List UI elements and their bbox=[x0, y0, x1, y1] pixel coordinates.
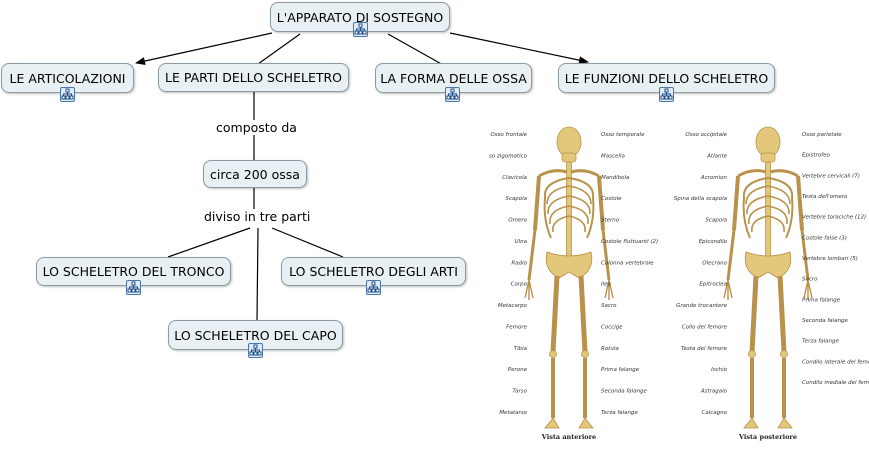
concept-map-icon[interactable] bbox=[445, 87, 460, 102]
skeleton-label: Vertebre cervicali (7) bbox=[802, 173, 860, 179]
skeleton-label: Testa dell'omero bbox=[802, 194, 848, 200]
link-label-composto: composto da bbox=[214, 120, 299, 135]
skeleton-label: Metacarpo bbox=[498, 303, 528, 309]
line-to-arti bbox=[271, 227, 344, 258]
skeleton-label: Perone bbox=[508, 367, 528, 373]
skeleton-label: Epistrofeo bbox=[802, 153, 830, 159]
skeleton-label: Mandibola bbox=[601, 175, 630, 181]
skeleton-label: Condilo mediale del femore bbox=[802, 380, 869, 386]
skeleton-label: Calcagno bbox=[702, 410, 728, 416]
skeleton-label: Sacro bbox=[601, 303, 617, 309]
skeleton-label: Costole bbox=[601, 196, 622, 202]
skeleton-label: Vertebre lombari (5) bbox=[802, 256, 858, 262]
skeleton-label: Terza falange bbox=[601, 410, 639, 416]
node-label: L'APPARATO DI SOSTEGNO bbox=[276, 9, 444, 25]
node-label: LE ARTICOLAZIONI bbox=[9, 70, 126, 86]
skeleton-label: Scapola bbox=[505, 196, 527, 202]
anterior-right-labels: Osso temporaleMascellaMandibolaCostoleSt… bbox=[601, 132, 658, 416]
skeleton-front bbox=[525, 127, 613, 428]
line-to-forma bbox=[387, 33, 446, 67]
skeleton-label: Tibia bbox=[514, 346, 528, 352]
skeleton-label: Femore bbox=[506, 324, 528, 330]
skeleton-label: Prima falange bbox=[601, 367, 640, 373]
skeleton-label: Terza falange bbox=[802, 339, 840, 345]
skeleton-label: Costole fluttuanti (2) bbox=[601, 239, 658, 245]
skeleton-label: Carpo bbox=[511, 282, 528, 288]
skeleton-label: Tarso bbox=[512, 389, 527, 395]
skeleton-back bbox=[724, 127, 812, 428]
skeleton-label: Osso temporale bbox=[601, 132, 645, 138]
node-label: LA FORMA DELLE OSSA bbox=[380, 70, 527, 86]
node-parti-dello-scheletro[interactable]: LE PARTI DELLO SCHELETRO bbox=[158, 63, 349, 92]
skeleton-label: Coccige bbox=[601, 324, 623, 330]
node-label: LE PARTI DELLO SCHELETRO bbox=[165, 70, 342, 85]
concept-map-icon[interactable] bbox=[353, 22, 368, 37]
skeleton-label: Omero bbox=[508, 218, 527, 224]
concept-map-icon[interactable] bbox=[126, 280, 141, 295]
skeleton-label: Ulna bbox=[515, 239, 528, 245]
skeleton-illustration: Osso frontaleOsso zigomaticoClavicolaSca… bbox=[489, 114, 869, 441]
node-label: LO SCHELETRO DEL CAPO bbox=[174, 327, 337, 343]
skeleton-label: Mascella bbox=[601, 153, 625, 159]
node-label: circa 200 ossa bbox=[210, 166, 300, 182]
skeleton-label: Atlante bbox=[706, 153, 727, 159]
skeleton-label: Costole false (3) bbox=[802, 235, 847, 241]
skeleton-label: Seconda falange bbox=[601, 389, 648, 395]
skeleton-label: Ileo bbox=[601, 282, 612, 288]
caption-anterior: Vista anteriore bbox=[541, 433, 596, 441]
skeleton-label: Testa del femore bbox=[681, 346, 728, 352]
skeleton-label: Metatarso bbox=[499, 410, 527, 416]
node-label: LE FUNZIONI DELLO SCHELETRO bbox=[564, 70, 769, 86]
skeleton-label: Acromion bbox=[700, 175, 728, 181]
skeleton-label: Osso zigomatico bbox=[489, 153, 528, 159]
node-circa-200-ossa[interactable]: circa 200 ossa bbox=[203, 160, 307, 188]
skeleton-label: Seconda falange bbox=[802, 318, 849, 324]
skeleton-label: Osso parietale bbox=[802, 132, 842, 138]
caption-posterior: Vista posteriore bbox=[738, 433, 797, 441]
concept-map-icon[interactable] bbox=[248, 343, 263, 358]
skeleton-label: Colonna vertebrale bbox=[601, 260, 654, 266]
concept-map-icon[interactable] bbox=[60, 87, 75, 102]
skeleton-label: Grande trocantere bbox=[676, 303, 727, 309]
skeleton-label: Scapola bbox=[705, 218, 727, 224]
line-to-capo bbox=[256, 227, 259, 321]
skeleton-label: Condilo laterale del femore bbox=[802, 359, 869, 365]
skeleton-label: Sacro bbox=[802, 277, 818, 283]
anterior-left-labels: Osso frontaleOsso zigomaticoClavicolaSca… bbox=[489, 132, 528, 416]
skeleton-label: Clavicola bbox=[502, 175, 527, 181]
arrow-to-articolazioni bbox=[135, 32, 273, 65]
skeleton-label: Rotula bbox=[601, 346, 619, 352]
arrow-to-funzioni bbox=[449, 32, 589, 65]
skeleton-label: Radio bbox=[511, 260, 527, 266]
skeleton-label: Astragalo bbox=[700, 389, 728, 395]
skeleton-label: Osso occipitale bbox=[685, 132, 727, 138]
link-label-diviso: diviso in tre parti bbox=[202, 209, 313, 224]
skeleton-label: Olecrano bbox=[702, 260, 727, 266]
skeleton-label: Epitroclea bbox=[699, 282, 727, 288]
line-to-tronco bbox=[167, 227, 251, 258]
node-label: LO SCHELETRO DEL TRONCO bbox=[42, 264, 225, 279]
skeleton-label: Sterno bbox=[601, 218, 620, 224]
node-label: LO SCHELETRO DEGLI ARTI bbox=[289, 264, 458, 279]
skeleton-label: Vertebre toraciche (12) bbox=[802, 215, 866, 221]
skeleton-label: Prima falange bbox=[802, 297, 841, 303]
concept-map-icon[interactable] bbox=[366, 280, 381, 295]
skeleton-label: Spina della scapola bbox=[674, 196, 728, 202]
skeleton-label: Epicondilo bbox=[699, 239, 728, 245]
skeleton-label: Ischio bbox=[711, 367, 728, 373]
skeleton-label: Osso frontale bbox=[490, 132, 527, 138]
concept-map-icon[interactable] bbox=[659, 87, 674, 102]
line-to-parti bbox=[257, 33, 301, 65]
skeleton-label: Collo del femore bbox=[682, 324, 728, 330]
